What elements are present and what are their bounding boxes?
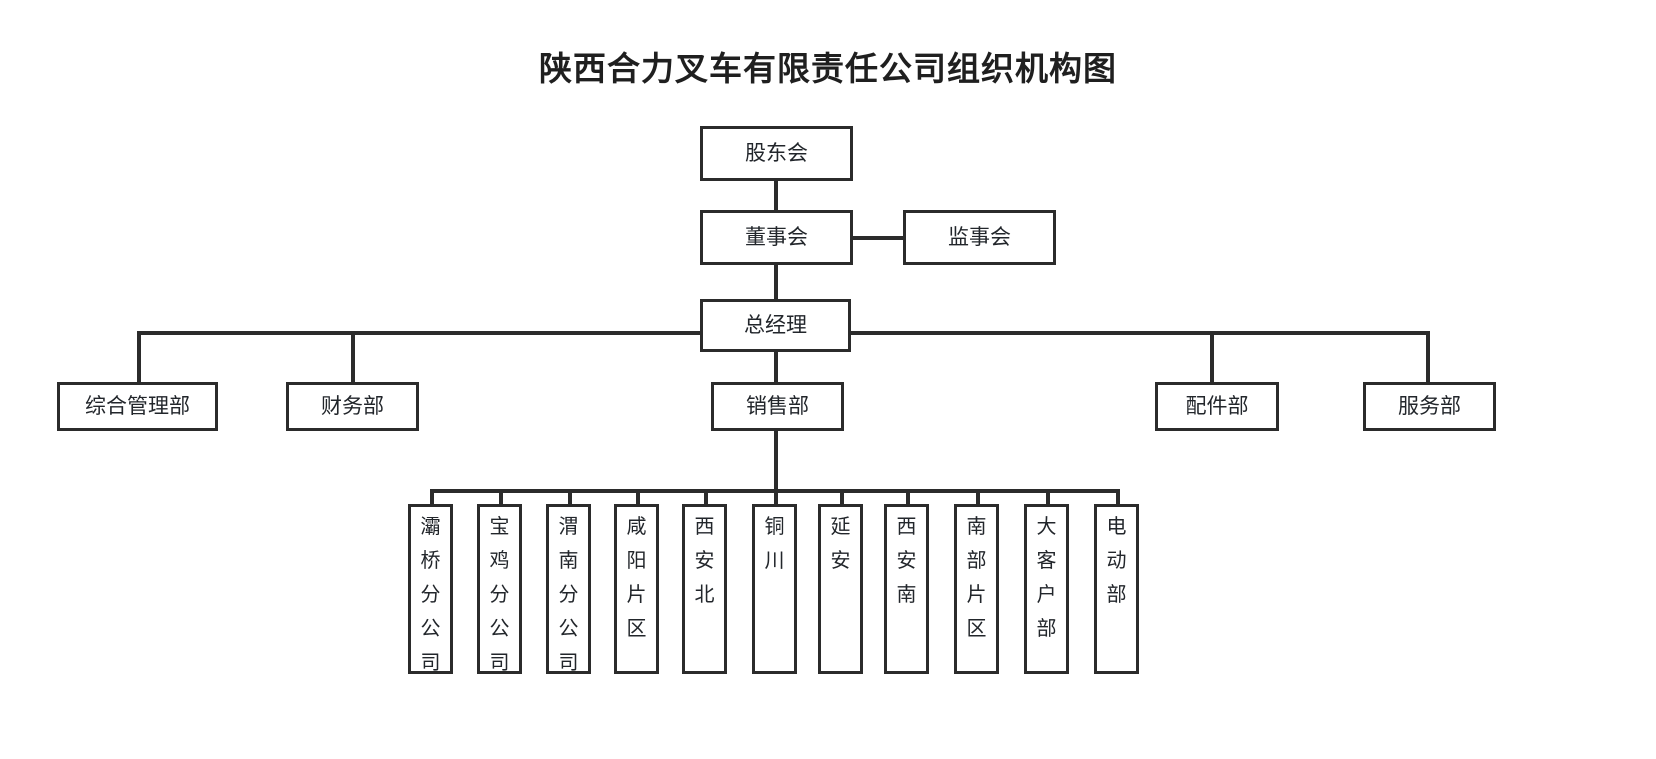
node-sales-unit-bachiao-branch[interactable]: 灞桥分公司 — [408, 504, 453, 674]
node-department-finance[interactable]: 财务部 — [286, 382, 419, 431]
vertical-label: 咸阳片区 — [626, 516, 647, 640]
node-department-parts[interactable]: 配件部 — [1155, 382, 1279, 431]
connector-bus-drop-finance — [351, 331, 355, 383]
vertical-label: 大客户部 — [1036, 516, 1057, 640]
node-sales-unit-xian-south[interactable]: 西安南 — [884, 504, 929, 674]
connector-sales-to-subbus — [774, 428, 778, 492]
vertical-label: 电动部 — [1106, 516, 1127, 606]
connector-board-to-supervisors — [849, 236, 906, 240]
connector-bus-drop-sales — [774, 350, 778, 383]
node-sales-unit-tongchuan[interactable]: 铜川 — [752, 504, 797, 674]
vertical-label: 西安北 — [694, 516, 715, 606]
node-department-sales[interactable]: 销售部 — [711, 382, 844, 431]
node-sales-unit-weinan-branch[interactable]: 渭南分公司 — [546, 504, 591, 674]
node-general-manager[interactable]: 总经理 — [700, 299, 851, 352]
node-sales-unit-xian-north[interactable]: 西安北 — [682, 504, 727, 674]
vertical-label: 延安 — [830, 516, 851, 572]
node-board-of-directors[interactable]: 董事会 — [700, 210, 853, 265]
page-title: 陕西合力叉车有限责任公司组织机构图 — [539, 50, 1117, 87]
vertical-label: 渭南分公司 — [558, 516, 579, 674]
connector-bus-drop-general-admin — [137, 331, 141, 383]
node-department-service[interactable]: 服务部 — [1363, 382, 1496, 431]
connector-bus-drop-service — [1426, 331, 1430, 383]
node-sales-unit-baoji-branch[interactable]: 宝鸡分公司 — [477, 504, 522, 674]
connector-shareholders-to-board — [774, 178, 778, 214]
vertical-label: 铜川 — [764, 516, 785, 572]
vertical-label: 南部片区 — [966, 516, 987, 640]
vertical-label: 西安南 — [896, 516, 917, 606]
vertical-label: 灞桥分公司 — [420, 516, 441, 674]
node-sales-unit-south-area[interactable]: 南部片区 — [954, 504, 999, 674]
node-sales-unit-electric[interactable]: 电动部 — [1094, 504, 1139, 674]
node-shareholders[interactable]: 股东会 — [700, 126, 853, 181]
node-department-general-admin[interactable]: 综合管理部 — [57, 382, 218, 431]
node-board-of-supervisors[interactable]: 监事会 — [903, 210, 1056, 265]
connector-bus-drop-parts — [1210, 331, 1214, 383]
node-sales-unit-key-accounts[interactable]: 大客户部 — [1024, 504, 1069, 674]
connector-board-to-gm — [774, 261, 778, 302]
node-sales-unit-xianyang-area[interactable]: 咸阳片区 — [614, 504, 659, 674]
node-sales-unit-yanan[interactable]: 延安 — [818, 504, 863, 674]
vertical-label: 宝鸡分公司 — [489, 516, 510, 674]
